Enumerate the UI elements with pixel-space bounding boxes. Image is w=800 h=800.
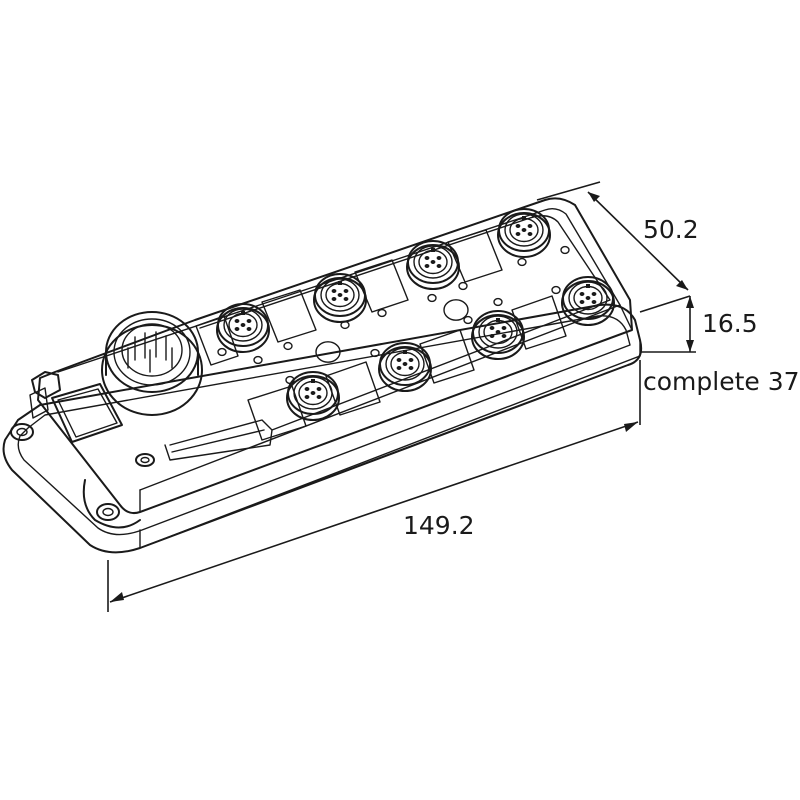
led-marker bbox=[217, 347, 227, 357]
mounting-hole-left bbox=[10, 423, 141, 529]
m12-socket bbox=[561, 276, 615, 326]
m12-socket bbox=[216, 303, 270, 353]
label-plate bbox=[51, 383, 155, 467]
led-marker bbox=[517, 257, 527, 267]
dimension-width-label: 50.2 bbox=[643, 215, 699, 244]
led-marker bbox=[315, 341, 341, 363]
led-marker bbox=[253, 355, 263, 365]
led-marker bbox=[370, 348, 380, 358]
led-marker bbox=[458, 281, 468, 291]
led-markers bbox=[217, 245, 570, 385]
dimension-height-label: 16.5 bbox=[702, 309, 758, 338]
led-marker bbox=[283, 341, 293, 351]
dimension-length-label: 149.2 bbox=[403, 511, 475, 540]
led-marker bbox=[443, 299, 469, 321]
led-marker bbox=[377, 308, 387, 318]
m12-socket bbox=[497, 208, 551, 258]
dimension-complete-label: complete 37 bbox=[643, 367, 800, 396]
m12-socket bbox=[471, 310, 525, 360]
m12-socket bbox=[286, 371, 340, 421]
m12-socket bbox=[378, 342, 432, 392]
led-marker bbox=[427, 293, 437, 303]
led-marker bbox=[285, 375, 295, 385]
led-marker bbox=[463, 315, 473, 325]
led-marker bbox=[340, 320, 350, 330]
dimension-lines bbox=[107, 181, 696, 612]
main-input-connector bbox=[101, 311, 203, 416]
m12-socket bbox=[313, 273, 367, 323]
led-marker bbox=[560, 245, 570, 255]
m12-sockets bbox=[216, 208, 615, 421]
led-marker bbox=[493, 297, 503, 307]
housing-body bbox=[29, 197, 633, 515]
led-marker bbox=[551, 285, 561, 295]
m12-socket bbox=[406, 240, 460, 290]
base-plate bbox=[2, 303, 643, 554]
top-surface bbox=[164, 215, 611, 461]
